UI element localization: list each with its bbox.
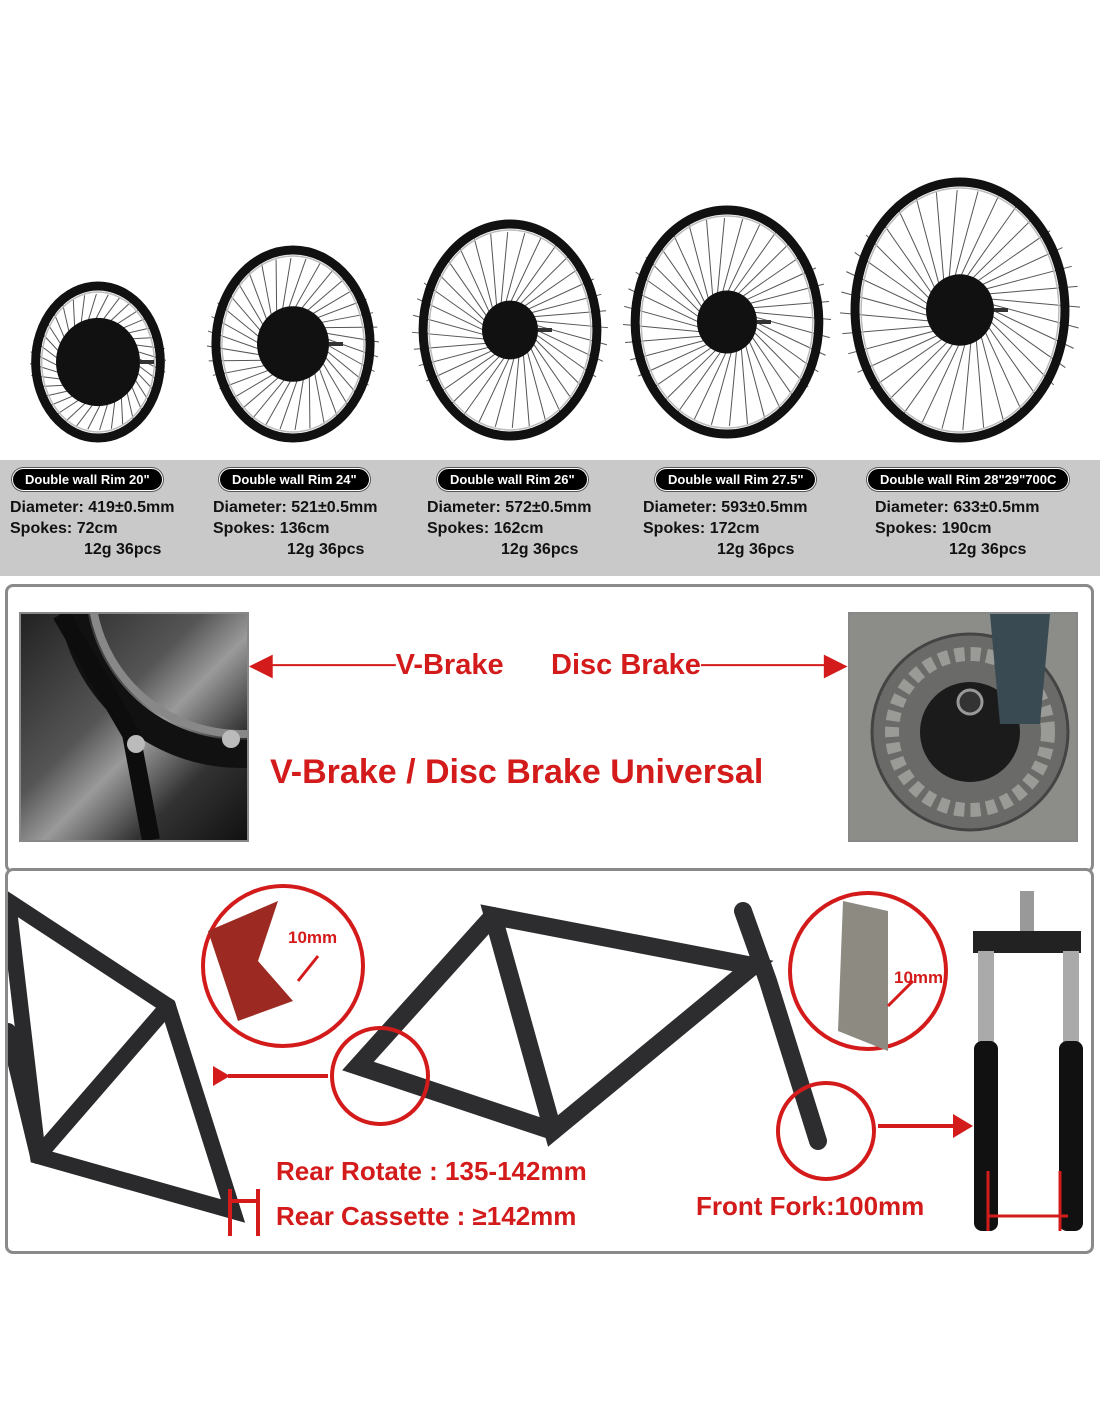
rim-label: Double wall Rim 24" [219, 468, 370, 491]
spoke-spec: 12g 36pcs [84, 541, 162, 558]
rim-diameter: Diameter: 633±0.5mm [875, 499, 1040, 516]
rim-diameter: Diameter: 593±0.5mm [643, 499, 808, 516]
rim-label: Double wall Rim 28"29"700C [867, 468, 1070, 491]
rim-spec-band: Double wall Rim 20" Diameter: 419±0.5mm … [0, 460, 1100, 576]
rear-cassette-spec: Rear Cassette : ≥142mm [276, 1201, 577, 1231]
v-brake-photo [19, 612, 249, 842]
spoke-spec: 12g 36pcs [287, 541, 365, 558]
frame-diagram [8, 884, 1083, 1236]
wheel-lineup [29, 177, 1081, 443]
wheel-2 [411, 219, 609, 441]
disc-brake-photo [848, 612, 1078, 842]
rim-spec-20: Double wall Rim 20" Diameter: 419±0.5mm … [10, 468, 174, 560]
wheel-1 [206, 245, 380, 443]
rim-label: Double wall Rim 27.5" [655, 468, 817, 491]
rim-spec-24: Double wall Rim 24" Diameter: 521±0.5mm … [213, 468, 377, 560]
rim-spokes: Spokes: 136cm [213, 520, 330, 537]
spoke-spec: 12g 36pcs [717, 541, 795, 558]
v-brake-label: ◀──────V-Brake [250, 649, 504, 681]
rim-diameter: Diameter: 521±0.5mm [213, 499, 378, 516]
rim-label: Double wall Rim 20" [12, 468, 163, 491]
spoke-spec: 12g 36pcs [949, 541, 1027, 558]
rear-frame-illustration [8, 891, 246, 1223]
rear-dropout-label: 10mm [288, 928, 338, 947]
rim-diameter: Diameter: 572±0.5mm [427, 499, 592, 516]
rim-label: Double wall Rim 26" [437, 468, 588, 491]
road-frame-illustration [342, 902, 827, 1150]
wheel-0 [29, 281, 167, 443]
rim-diameter: Diameter: 419±0.5mm [10, 499, 175, 516]
rim-spec-28: Double wall Rim 28"29"700C Diameter: 633… [867, 468, 1070, 560]
frame-compatibility-panel: 10mm 10mm Rear Rotate : 135-142mm Rear C… [5, 868, 1094, 1254]
universal-heading: V-Brake / Disc Brake Universal [270, 753, 764, 791]
wheel-3 [622, 205, 832, 439]
rim-spec-27-5: Double wall Rim 27.5" Diameter: 593±0.5m… [643, 468, 817, 560]
disc-brake-label: Disc Brake──────▶ [551, 649, 847, 681]
front-fork-spec: Front Fork:100mm [696, 1191, 925, 1221]
rim-spokes: Spokes: 172cm [643, 520, 760, 537]
rear-rotate-spec: Rear Rotate : 135-142mm [276, 1156, 587, 1186]
rim-spokes: Spokes: 162cm [427, 520, 544, 537]
brake-compatibility-panel: ◀──────V-Brake Disc Brake──────▶ V-Brake… [5, 584, 1094, 873]
suspension-fork-illustration [973, 891, 1083, 1231]
front-dropout-label: 10mm [894, 968, 944, 987]
rim-spec-26: Double wall Rim 26" Diameter: 572±0.5mm … [427, 468, 591, 560]
wheel-4 [839, 177, 1081, 443]
rim-spokes: Spokes: 72cm [10, 520, 118, 537]
spoke-spec: 12g 36pcs [501, 541, 579, 558]
rim-spokes: Spokes: 190cm [875, 520, 992, 537]
